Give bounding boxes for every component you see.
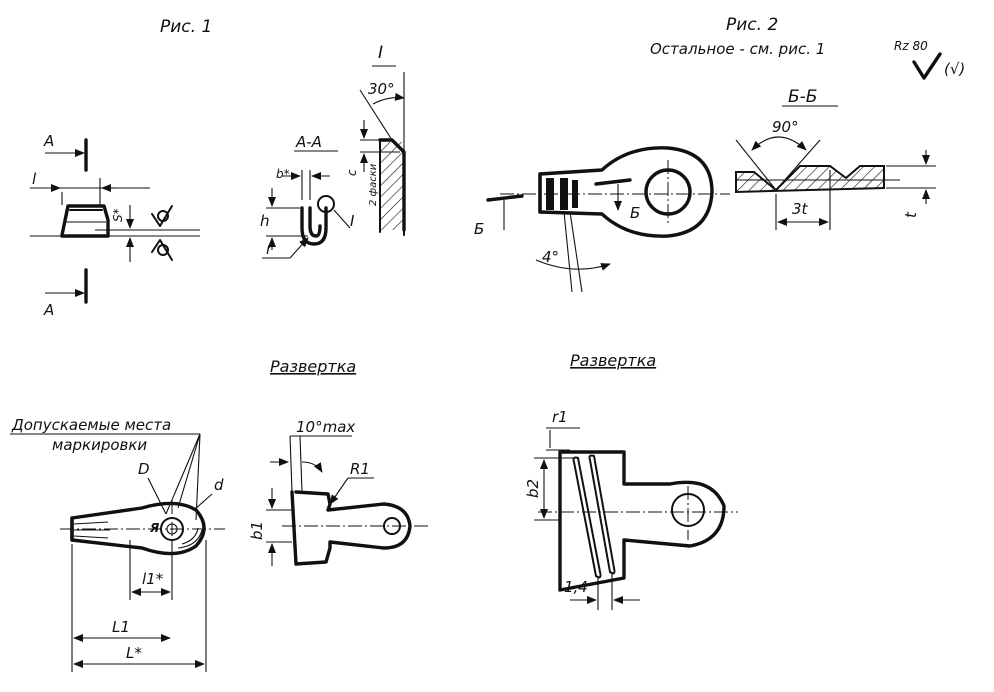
cut-b-left: Б	[474, 220, 484, 238]
leader-i: I	[350, 212, 355, 230]
dim-L1: L1	[112, 618, 130, 636]
section-mark-a-top: А	[43, 132, 54, 150]
roughness-value: Rz 80	[894, 39, 928, 53]
dim-D: D	[138, 460, 150, 478]
angle-10max: 10°max	[296, 418, 355, 436]
roughness-paren: (√)	[944, 60, 965, 78]
detail-i-title: I	[378, 43, 383, 63]
dim-c-note: 2 фаски	[368, 163, 379, 206]
dim-b2: b2	[524, 479, 542, 498]
dim-t: t	[902, 211, 920, 218]
fig2-unfold-blank: r1 b2 1,4	[524, 408, 738, 610]
fig1-marking-view: Допускаемые места маркировки Я D d	[10, 416, 225, 672]
dim-b1: b1	[248, 521, 266, 540]
dim-r: r	[266, 240, 273, 258]
dim-1-4: 1,4	[564, 578, 588, 596]
section-bb: Б-Б 90° 3t t	[735, 87, 936, 230]
fig2-unfold-title: Развертка	[570, 351, 656, 370]
dim-b: b*	[276, 167, 290, 181]
fig1-unfold-title: Развертка	[270, 357, 356, 376]
dim-r1: r1	[552, 408, 568, 426]
detail-view-i: I 30° с 2 фаски	[345, 43, 406, 236]
dim-d: d	[214, 476, 224, 494]
dim-l1: l1*	[142, 570, 164, 588]
section-bb-title: Б-Б	[788, 87, 817, 107]
marking-note-line2: маркировки	[52, 436, 147, 454]
fig1-unfold-blank: 10°max R1 b1	[248, 418, 430, 566]
section-aa-title: А-А	[295, 133, 322, 151]
fig2-title: Рис. 2	[726, 15, 778, 35]
fig1-title: Рис. 1	[160, 17, 212, 37]
dim-3t: 3t	[792, 200, 809, 218]
fig2: Рис. 2 Остальное - см. рис. 1 Rz 80 (√) …	[474, 15, 965, 610]
dim-c: с	[345, 169, 359, 176]
section-aa: А-А b* h r I	[260, 133, 355, 259]
angle-4: 4°	[542, 248, 559, 266]
dim-h: h	[260, 212, 270, 230]
fig1-side-view: А А l S*	[30, 132, 200, 319]
section-mark-a-bottom: А	[43, 301, 54, 319]
dim-L: L*	[126, 644, 142, 662]
cut-b-right: Б	[630, 204, 640, 222]
marking-note-line1: Допускаемые места	[11, 416, 171, 434]
fig1: Рис. 1 А А l S*	[10, 17, 430, 672]
dim-s: S*	[111, 208, 125, 222]
dim-R1: R1	[350, 460, 370, 478]
angle-90: 90°	[772, 118, 799, 136]
angle-30: 30°	[368, 80, 395, 98]
fig2-top-view: Б Б 4°	[474, 146, 730, 293]
fig2-note: Остальное - см. рис. 1	[650, 40, 825, 58]
dim-l: l	[32, 170, 37, 188]
svg-text:Я: Я	[149, 521, 159, 535]
